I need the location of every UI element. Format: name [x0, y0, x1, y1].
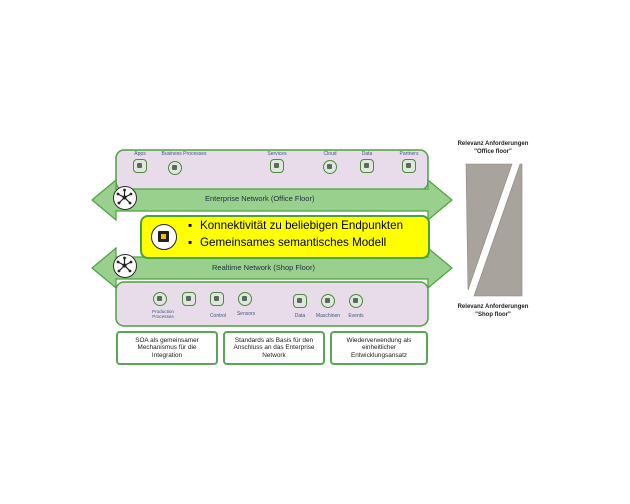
apps-icon — [133, 159, 147, 173]
soa-box: SOA als gemeinsamer Mechanismus für die … — [116, 331, 218, 365]
production-icon — [153, 292, 167, 306]
building-icon — [402, 159, 416, 173]
icon-label-control: Control — [209, 313, 227, 319]
icon-label-apps: Apps — [134, 151, 146, 157]
machine-gear-icon — [321, 294, 335, 308]
center-line-1: Konnektivität zu beliebigen Endpunkten — [200, 219, 404, 232]
icon-label-data-realtime: Data — [294, 313, 306, 319]
enterprise-hub-icon — [113, 186, 137, 210]
realtime-network-title: Realtime Network (Shop Floor) — [212, 263, 315, 272]
relevance-shape-office — [465, 163, 513, 291]
relevance-shop-label-1: Relevanz Anforderungen — [457, 304, 529, 310]
center-line-2: Gemeinsames semantisches Modell — [200, 236, 387, 249]
icon-label-partners: Partners — [399, 151, 419, 157]
database-icon — [360, 159, 374, 173]
relevance-shape-shop — [473, 163, 523, 297]
relevance-divider — [468, 163, 518, 297]
center-highlight-box — [140, 215, 430, 259]
database-icon — [293, 294, 307, 308]
icon-label-data-enterprise: Data — [361, 151, 373, 157]
icon-label-cloud: Cloud — [323, 151, 337, 157]
server-icon — [270, 159, 284, 173]
relevance-shop-label-2: "Shop floor" — [475, 312, 511, 318]
icon-label-production-processes: Production Processes — [152, 309, 174, 319]
realtime-hub-icon — [113, 254, 137, 278]
business-process-icon — [168, 161, 182, 175]
center-bullet-2: ▪ — [188, 236, 193, 249]
plc-icon — [210, 292, 224, 306]
enterprise-network-title: Enterprise Network (Office Floor) — [205, 194, 315, 203]
center-bullet-1: ▪ — [188, 219, 193, 232]
icon-label-events: Events — [348, 313, 364, 319]
enterprise-arrow — [91, 178, 453, 222]
icon-label-maschinen: Maschinen — [315, 313, 341, 319]
icon-label-sensors: Sensors — [236, 311, 256, 317]
chip-icon — [151, 224, 177, 250]
alert-icon — [349, 294, 363, 308]
reuse-box: Wiederverwendung als einheitlicher Entwi… — [330, 331, 428, 365]
icon-label-services: Services — [267, 151, 287, 157]
tablet-icon — [182, 292, 196, 306]
cloud-icon — [323, 160, 337, 174]
relevance-office-label-1: Relevanz Anforderungen — [457, 141, 529, 147]
relevance-office-label-2: "Office floor" — [474, 149, 512, 155]
icon-label-business-processes: Business Processes — [161, 151, 207, 157]
standards-box: Standards als Basis für den Anschluss an… — [223, 331, 325, 365]
sensor-icon — [238, 292, 252, 306]
